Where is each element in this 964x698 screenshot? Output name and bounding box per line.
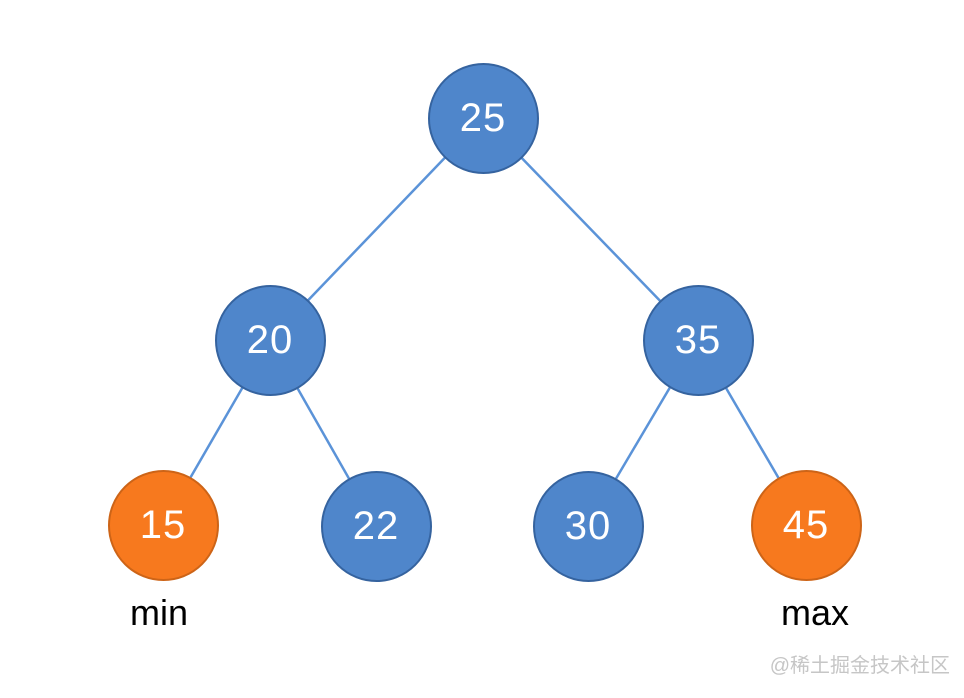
min-label: min — [129, 592, 188, 633]
node-value: 30 — [564, 504, 612, 548]
tree-node-22: 22 — [320, 470, 432, 582]
watermark: @稀土掘金技术社区 — [769, 655, 950, 677]
tree-node-35: 35 — [642, 284, 754, 396]
max-label: max — [780, 592, 849, 633]
node-value: 35 — [674, 318, 722, 362]
node-value: 22 — [352, 504, 400, 548]
node-value: 25 — [459, 96, 507, 140]
tree-node-min-15: 15 — [107, 469, 219, 581]
node-value: 15 — [139, 503, 187, 547]
tree-node-30: 30 — [532, 470, 644, 582]
tree-node-max-45: 45 — [750, 469, 862, 581]
node-value: 45 — [782, 503, 830, 547]
tree-node-root-25: 25 — [427, 62, 539, 174]
node-value: 20 — [246, 318, 294, 362]
tree-node-20: 20 — [214, 284, 326, 396]
